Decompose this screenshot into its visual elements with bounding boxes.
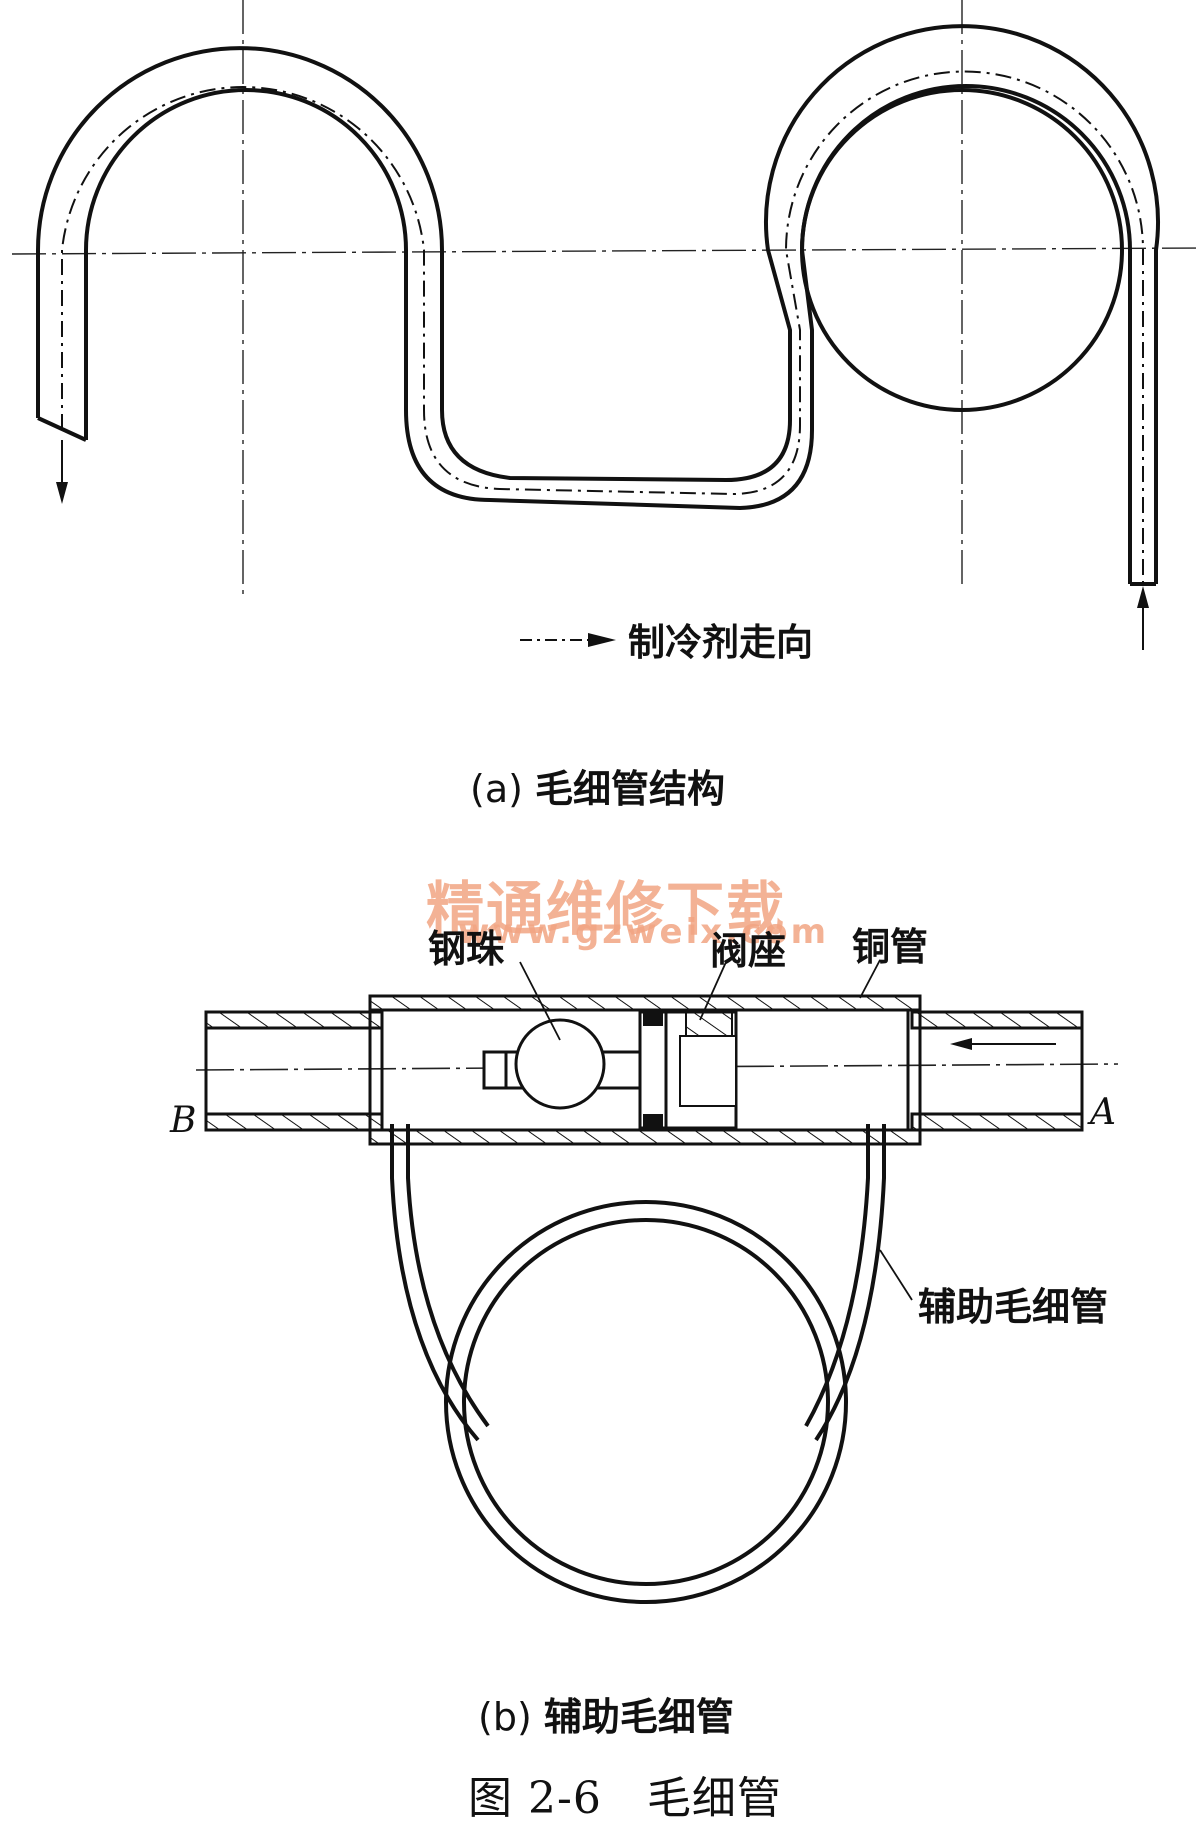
left-tube	[204, 1010, 384, 1132]
centerlines	[11, 0, 1199, 596]
caption-a-label: (a)	[470, 767, 523, 811]
capillary-structure-figure	[11, 0, 1199, 650]
aux-capillary-loop	[390, 1124, 886, 1604]
coil-inner-circle	[800, 88, 1124, 412]
auxiliary-capillary-figure	[195, 959, 1119, 1604]
watermark-url: www.gzweix.com	[458, 912, 830, 952]
caption-a-text: 毛细管结构	[535, 767, 726, 811]
copper-tube-body	[368, 994, 922, 1146]
steel-ball-assembly	[482, 1018, 642, 1110]
end-label-a: A	[1090, 1092, 1116, 1133]
figure-caption: 图 2-6 毛细管	[468, 1773, 782, 1824]
refrigerant-flow-path	[61, 70, 1144, 584]
watermark-text: 精通维修下载	[426, 875, 787, 943]
caption-b: (b) 辅助毛细管	[478, 1686, 734, 1741]
flow-direction-arrow	[950, 1038, 1056, 1050]
label-valve-seat: 阀座	[710, 929, 787, 973]
legend-label: 制冷剂走向	[628, 621, 813, 664]
outlet-arrow	[56, 440, 68, 504]
end-label-b: B	[170, 1100, 197, 1141]
caption-a: (a) 毛细管结构	[470, 758, 725, 813]
label-copper-tube: 铜管	[852, 925, 929, 969]
inlet-arrow	[1137, 586, 1149, 650]
valve-seat	[638, 1010, 738, 1130]
right-tube	[910, 1010, 1084, 1132]
steel-ball	[514, 1018, 606, 1110]
label-steel-ball: 钢珠	[428, 927, 505, 971]
caption-b-label: (b)	[478, 1695, 532, 1739]
caption-b-text: 辅助毛细管	[543, 1695, 734, 1739]
capillary-tube-inner	[84, 84, 1132, 584]
label-aux-capillary: 辅助毛细管	[918, 1285, 1109, 1329]
leader-lines	[519, 959, 913, 1301]
legend-flow-sample	[520, 633, 616, 647]
capillary-tube-outer	[36, 24, 1160, 584]
